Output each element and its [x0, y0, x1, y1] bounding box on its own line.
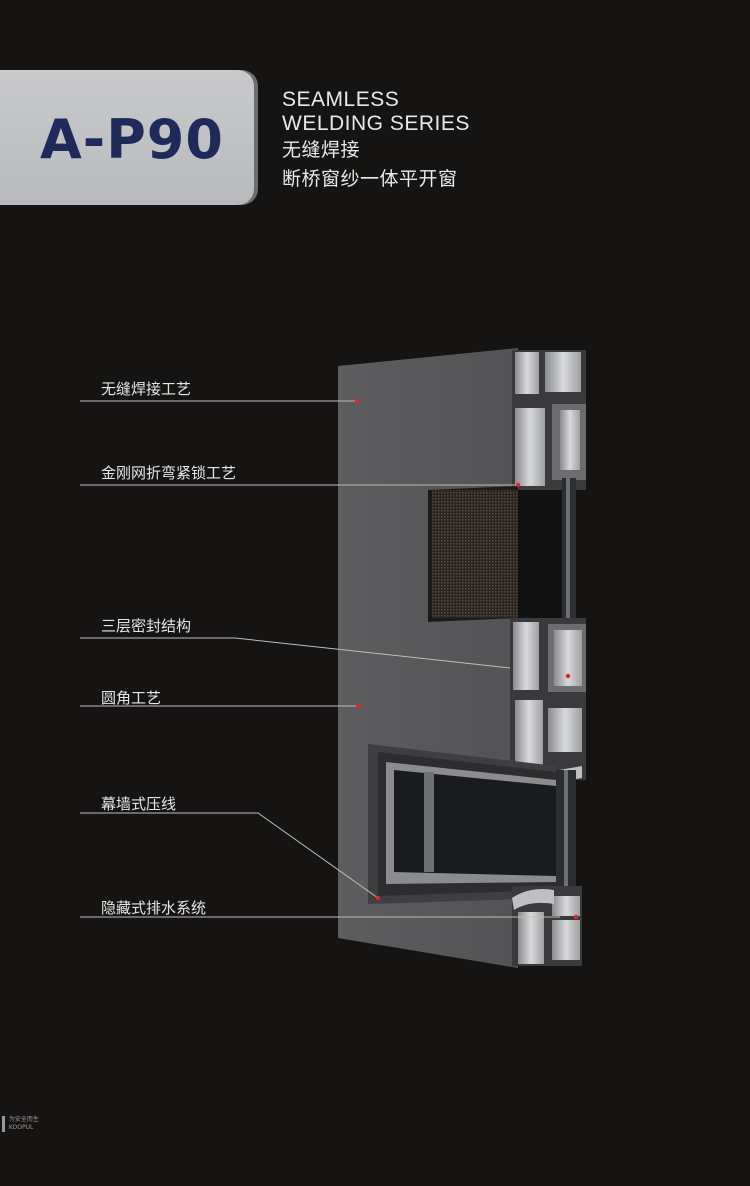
series-cn-line-1: 无缝焊接	[282, 139, 361, 161]
model-title: A-P90	[40, 108, 224, 171]
leader-lines	[80, 400, 560, 918]
series-line-2: WELDING SERIES	[282, 112, 470, 135]
model-badge: A-P90	[0, 70, 254, 205]
feature-label-curtain-wall-bead: 幕墙式压线	[101, 795, 177, 813]
feature-label-seamless-welding: 无缝焊接工艺	[101, 380, 192, 398]
series-line-1: SEAMLESS	[282, 88, 400, 111]
feature-label-hidden-drainage: 隐藏式排水系统	[101, 899, 207, 917]
brand-logo: 为安全而生 KOOPUL	[2, 1116, 39, 1132]
feature-label-triple-seal: 三层密封结构	[101, 617, 192, 635]
feature-markers	[354, 398, 579, 920]
feature-label-rounded-corner: 圆角工艺	[101, 689, 162, 707]
series-cn-line-2: 断桥窗纱一体平开窗	[282, 168, 458, 190]
series-title-block: SEAMLESS WELDING SERIES 无缝焊接 断桥窗纱一体平开窗	[282, 88, 470, 194]
brand-slogan: 为安全而生	[8, 1116, 39, 1123]
glass-pane-lower	[394, 770, 556, 876]
brand-mark-icon	[2, 1116, 5, 1132]
feature-label-mesh-bending: 金刚网折弯紧锁工艺	[101, 464, 237, 482]
brand-name: KOOPUL	[8, 1124, 34, 1131]
mesh-screen	[432, 490, 518, 618]
